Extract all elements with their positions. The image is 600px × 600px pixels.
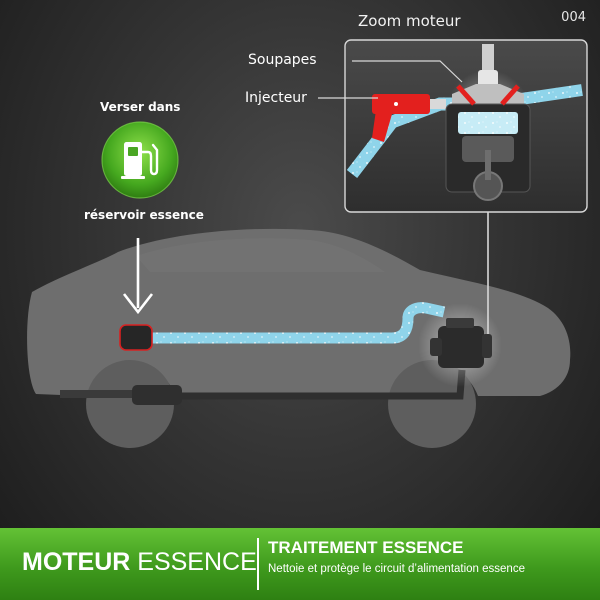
engine-type-bold: MOTEUR [22,548,131,576]
rear-wheel [86,360,174,448]
fuel-tank [119,324,153,351]
pour-into-label: Verser dans [100,100,181,114]
catalytic-converter [132,385,182,405]
car-window [136,238,385,272]
injector [372,94,446,142]
fuel-system-diagram [27,39,588,448]
fuel-tank-label: réservoir essence [84,208,204,222]
injector-label: Injecteur [245,90,307,106]
valves [456,84,520,106]
pour-arrow [122,238,154,315]
valves-label: Soupapes [248,52,317,68]
valves-leader [352,60,463,83]
engine-block [430,318,492,368]
fuel-line-bubbles [152,302,446,344]
treatment-title: TRAITEMENT ESSENCE [268,538,464,557]
footer-divider [257,538,259,590]
fuel-pump-icon [121,142,159,179]
exhaust-pipe [60,390,142,398]
treatment-description: Nettoie et protège le circuit d’alimenta… [268,563,525,575]
footer-banner: MOTEUR ESSENCE TRAITEMENT ESSENCE Nettoi… [0,528,600,600]
page-number: 004 [561,10,586,25]
engine-cylinder [445,44,531,201]
engine-type-title: MOTEUR ESSENCE [22,548,257,577]
engine-type-regular: ESSENCE [137,548,257,576]
zoom-title: Zoom moteur [358,12,461,30]
